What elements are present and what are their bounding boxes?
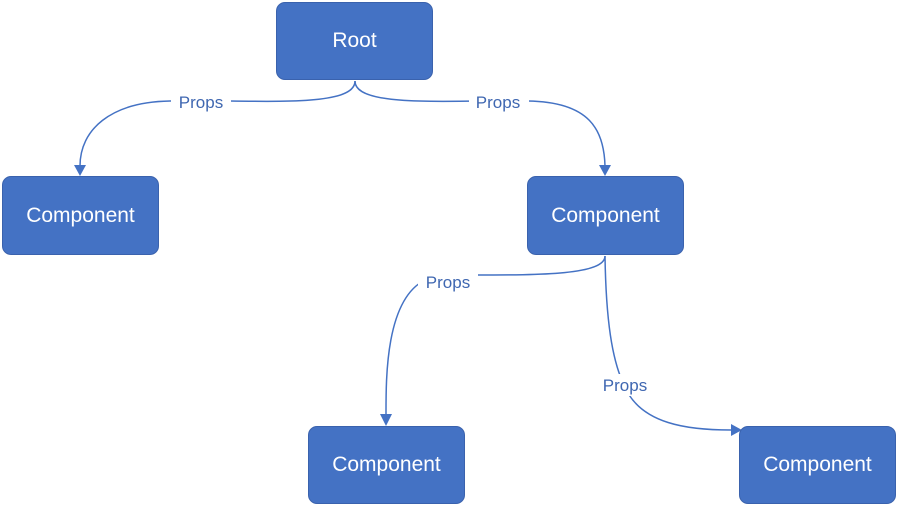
arrowhead-icon [74,165,86,176]
node-root: Root [276,2,433,80]
node-component-3: Component [308,426,465,504]
node-label: Component [332,453,441,476]
edge-label: Props [179,93,223,112]
edge-component-2-to-component-3: Props [380,255,606,426]
node-component-4: Component [739,426,896,504]
arrowhead-icon [731,424,742,436]
edge-root-to-component-2: Props [354,80,611,176]
edge-label: Props [476,93,520,112]
edge-root-to-component-1: Props [74,80,356,176]
edge-component-2-to-component-4: Props [595,255,742,436]
edge-label: Props [603,376,647,395]
node-label: Component [763,453,872,476]
edge-label: Props [426,273,470,292]
node-component-1: Component [2,176,159,255]
edge-line [604,255,732,431]
node-component-2: Component [527,176,684,255]
node-label: Component [551,203,660,227]
node-label: Root [332,29,377,52]
arrowhead-icon [380,414,392,426]
arrowhead-icon [599,165,611,176]
node-label: Component [26,203,135,227]
